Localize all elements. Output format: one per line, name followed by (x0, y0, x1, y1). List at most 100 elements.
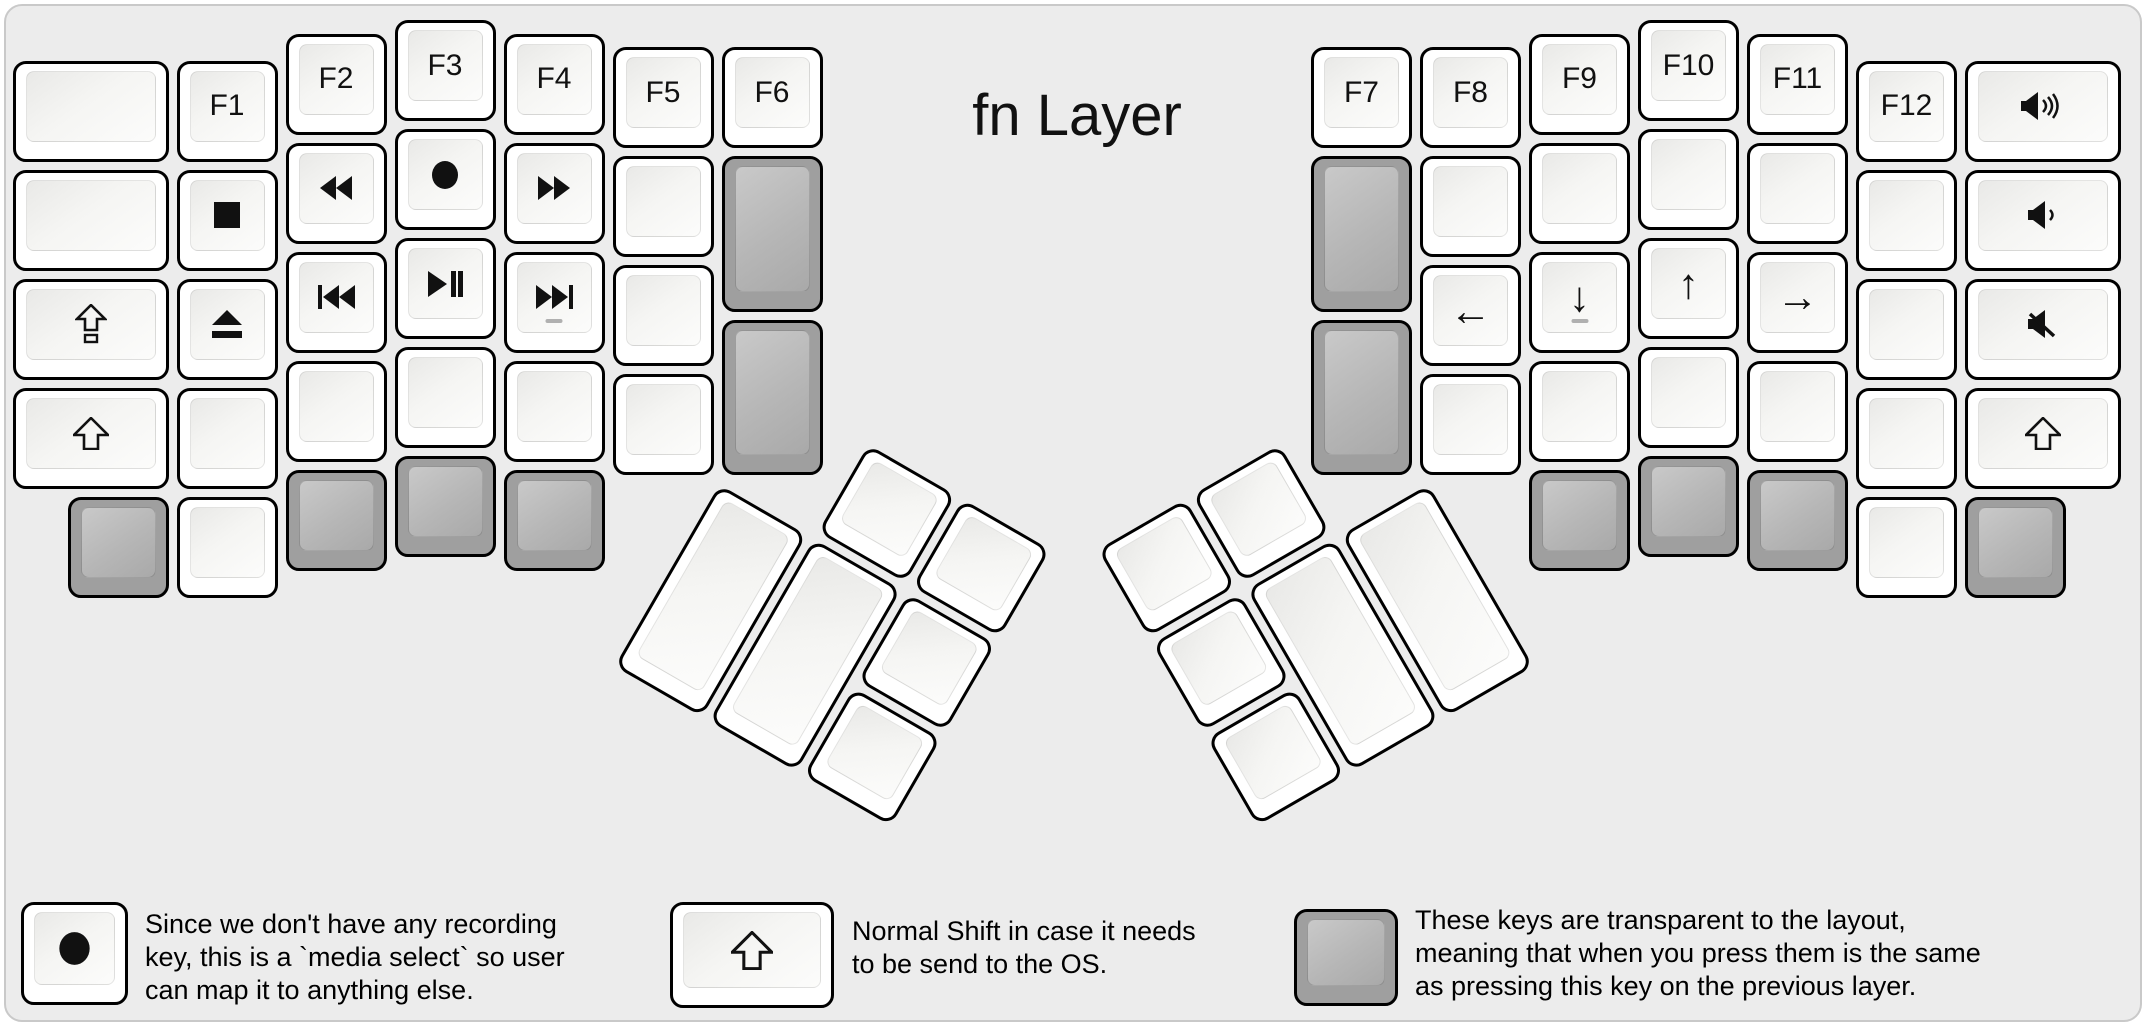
key-blank-l6 (503, 360, 605, 462)
key-blank-r4 (1529, 360, 1630, 462)
key-transparent-l2-top (734, 329, 810, 456)
key-transparent-l3 (67, 496, 169, 598)
key-blank-l3-top (189, 397, 265, 469)
caps-lock-icon (74, 304, 107, 344)
key-f2-label: F2 (318, 62, 354, 96)
key-blank-r2-top (1433, 384, 1508, 456)
key-transparent-r5-top (1760, 479, 1835, 551)
key-blank-l8 (612, 265, 714, 367)
key-transparent-r3-top (1542, 479, 1617, 551)
key-f10-top: F10 (1651, 30, 1726, 101)
key-eject-top (189, 288, 265, 360)
key-volume-up-top (1978, 70, 2108, 142)
key-arrow-left-top: ← (1433, 275, 1508, 347)
key-blank-l4 (285, 360, 387, 462)
key-fast-forward-top (516, 152, 592, 224)
key-f7: F7 (1311, 47, 1412, 149)
key-blank-r12-top (1869, 506, 1944, 578)
key-blank-r10-top (1869, 288, 1944, 360)
key-f4: F4 (503, 33, 605, 135)
key-mute (1965, 278, 2121, 380)
key-f12: F12 (1856, 60, 1957, 162)
layer-title: fn Layer (972, 83, 1182, 148)
key-caps-lock (13, 278, 169, 380)
key-shift-left-top (26, 397, 156, 469)
key-f11-top: F11 (1760, 43, 1835, 115)
key-f5: F5 (612, 47, 714, 149)
key-f12-top: F12 (1869, 70, 1944, 142)
key-volume-down (1965, 169, 2121, 271)
key-arrow-down-homing-bar (1571, 318, 1588, 323)
key-mute-top (1978, 288, 2108, 360)
key-transparent-l4-top (298, 479, 374, 551)
key-f8-top: F8 (1433, 57, 1508, 129)
key-next-track-homing-bar (545, 318, 563, 323)
key-transparent-l6-top (516, 479, 592, 551)
key-transparent-r4 (1638, 456, 1739, 557)
key-blank-l10-top (189, 506, 265, 578)
key-transparent-r1 (1311, 156, 1412, 312)
key-blank-l5-top (407, 357, 483, 428)
key-arrow-up-glyph: ↑ (1678, 259, 1699, 307)
key-transparent-r6 (1965, 496, 2066, 598)
key-rewind (285, 142, 387, 244)
key-f9-label: F9 (1561, 62, 1597, 96)
key-blank-l1 (13, 60, 169, 162)
next-track-icon (535, 285, 573, 310)
key-blank-l9 (612, 374, 714, 476)
key-blank-r11-top (1869, 397, 1944, 469)
key-f9-top: F9 (1542, 43, 1617, 115)
key-transparent-l5 (394, 456, 496, 557)
key-f10: F10 (1638, 20, 1739, 121)
key-blank-r7-top (1760, 152, 1835, 224)
key-f12-label: F12 (1880, 89, 1933, 123)
legend-media-select-text: Since we don't have any recording key, t… (145, 909, 565, 1005)
key-blank-r7 (1747, 142, 1848, 244)
key-blank-r12 (1856, 496, 1957, 598)
key-f2-top: F2 (298, 43, 374, 115)
key-fast-forward (503, 142, 605, 244)
key-blank-l3 (176, 387, 278, 489)
key-transparent-r4-top (1651, 466, 1726, 537)
key-blank-l9-top (625, 384, 701, 456)
key-f2: F2 (285, 33, 387, 135)
key-eject (176, 278, 278, 380)
key-shift-right-top (1978, 397, 2108, 469)
volume-down-icon (2027, 200, 2058, 230)
key-f4-label: F4 (536, 62, 572, 96)
volume-up-icon (2020, 91, 2065, 121)
key-arrow-left: ← (1420, 265, 1521, 367)
key-blank-r5 (1638, 129, 1739, 230)
key-f10-label: F10 (1662, 48, 1715, 82)
key-blank-l6-top (516, 370, 592, 442)
key-blank-r10 (1856, 278, 1957, 380)
key-shift-left (13, 387, 169, 489)
key-f4-top: F4 (516, 43, 592, 115)
key-f1-label: F1 (209, 89, 245, 123)
key-record (394, 129, 496, 230)
legend-transparent-keys-key (1294, 909, 1398, 1006)
key-arrow-down-top: ↓ (1542, 261, 1617, 333)
key-record-top (407, 139, 483, 210)
stop-icon (214, 202, 240, 229)
key-f8: F8 (1420, 47, 1521, 149)
key-shift-right (1965, 387, 2121, 489)
key-blank-r8 (1747, 360, 1848, 462)
key-f1: F1 (176, 60, 278, 162)
key-f1-top: F1 (189, 70, 265, 142)
key-f6: F6 (721, 47, 823, 149)
key-stop-top (189, 179, 265, 251)
key-caps-lock-top (26, 288, 156, 360)
record-icon (431, 160, 459, 190)
key-blank-l2 (13, 169, 169, 271)
key-blank-l5 (394, 347, 496, 448)
key-blank-r11 (1856, 387, 1957, 489)
key-blank-l7 (612, 156, 714, 258)
key-arrow-down: ↓ (1529, 251, 1630, 353)
key-f5-top: F5 (625, 57, 701, 129)
fast-forward-icon (538, 176, 570, 201)
key-f9: F9 (1529, 33, 1630, 135)
key-blank-l10 (176, 496, 278, 598)
key-blank-r1 (1420, 156, 1521, 258)
key-transparent-r2 (1311, 319, 1412, 476)
